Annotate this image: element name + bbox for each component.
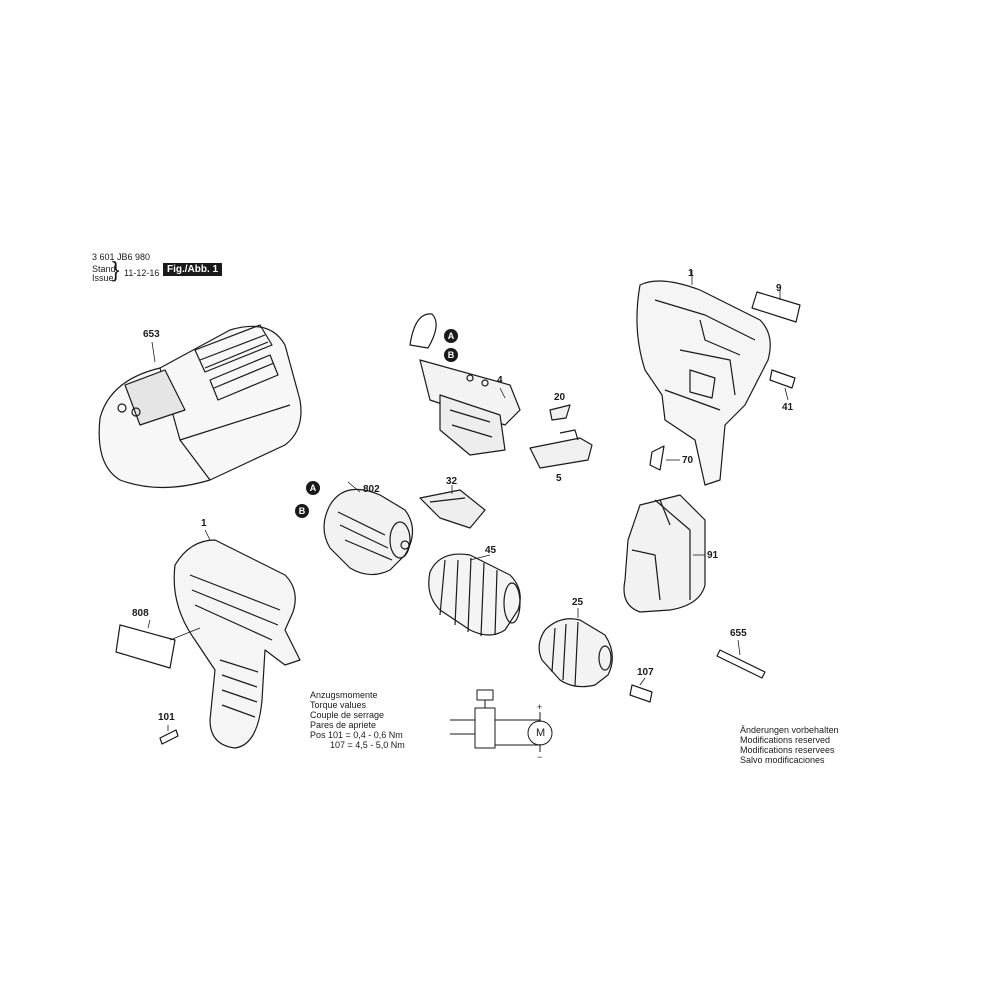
part-808: 808	[132, 608, 149, 619]
torque-line-de: Anzugsmomente	[310, 690, 378, 700]
gearbox-45	[428, 553, 521, 637]
clip-20	[549, 404, 571, 421]
stand-label: Stand	[92, 264, 116, 274]
part-101: 101	[158, 712, 175, 723]
part-91: 91	[707, 550, 719, 561]
part-802: 802	[363, 484, 380, 495]
plus-symbol: +	[537, 702, 543, 712]
part-655: 655	[730, 628, 747, 639]
note-fr: Modifications reservees	[740, 745, 835, 755]
part-70: 70	[682, 455, 694, 466]
part-4: 4	[497, 375, 503, 386]
label-808	[115, 624, 176, 669]
part-1-mid: 1	[201, 518, 207, 529]
bit-655	[716, 649, 766, 679]
marker-b-top: B	[444, 348, 458, 362]
screw-101	[159, 729, 179, 745]
torque-row-107: 107 = 4,5 - 5,0 Nm	[330, 740, 405, 750]
issue-date: 11-12-16	[124, 268, 160, 278]
marker-a-top: A	[444, 329, 458, 343]
part-9: 9	[776, 283, 782, 294]
torque-values: Anzugsmomente Torque values Couple de se…	[310, 690, 405, 750]
motor-802	[323, 488, 414, 576]
switch-assembly-4	[409, 313, 521, 456]
figure-label: Fig./Abb. 1	[163, 263, 223, 276]
label-9	[751, 291, 801, 323]
minus-symbol: −	[537, 752, 543, 762]
torque-line-es: Pares de apriete	[310, 720, 377, 730]
housing-half-1	[636, 280, 771, 486]
part-45: 45	[485, 545, 497, 556]
torque-row-101: Pos 101 = 0,4 - 0,6 Nm	[310, 730, 403, 740]
part-32: 32	[446, 476, 458, 487]
brace-symbol: }	[112, 257, 120, 282]
chuck-25	[538, 618, 613, 688]
part-41: 41	[782, 402, 794, 413]
slide-5	[529, 429, 593, 469]
marker-b-motor: B	[295, 504, 309, 518]
circuit-diagram	[450, 689, 553, 752]
note-en: Modifications reserved	[740, 735, 831, 745]
screw-107	[629, 684, 653, 703]
torque-line-fr: Couple de serrage	[310, 710, 385, 720]
note-es: Salvo modificaciones	[740, 755, 825, 765]
charger-653	[98, 324, 302, 489]
part-653: 653	[143, 329, 160, 340]
motor-symbol: M	[536, 727, 546, 739]
note-de: Änderungen vorbehalten	[740, 725, 839, 735]
part-1-top: 1	[688, 268, 694, 279]
switch-32	[419, 489, 486, 529]
part-5: 5	[556, 473, 562, 484]
torque-line-en: Torque values	[310, 700, 367, 710]
part-25: 25	[572, 597, 584, 608]
modification-notes: Änderungen vorbehalten Modifications res…	[740, 725, 839, 765]
issue-label: Issue	[92, 273, 114, 283]
tool-body-1	[173, 539, 301, 749]
doc-number: 3 601 JB6 980	[92, 252, 151, 262]
screws-41	[769, 369, 796, 389]
part-107: 107	[637, 667, 654, 678]
clip-70	[649, 445, 665, 471]
marker-a-motor: A	[306, 481, 320, 495]
part-20: 20	[554, 392, 566, 403]
battery-91	[623, 494, 706, 613]
